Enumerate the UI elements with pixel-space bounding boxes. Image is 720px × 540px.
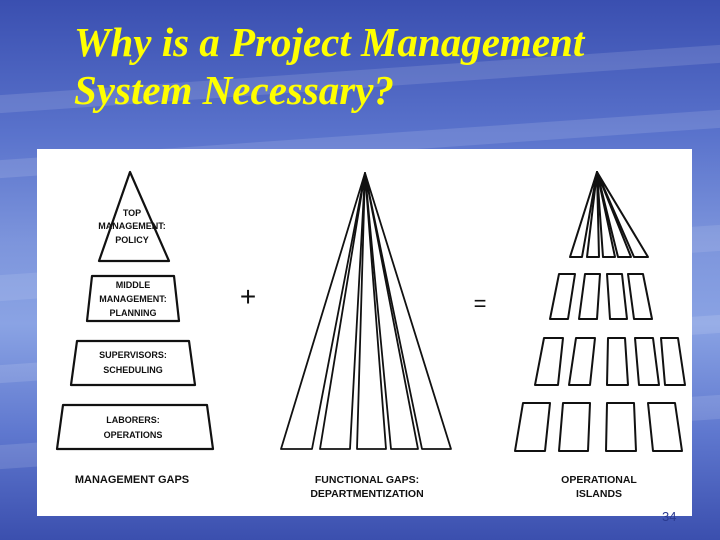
equals-operator: = (474, 291, 487, 316)
level-middle-line-3: PLANNING (110, 308, 157, 318)
caption-departmentization: DEPARTMENTIZATION (310, 488, 423, 500)
gaps-diagram: TOP MANAGEMENT: POLICY MIDDLE MANAGEMENT… (55, 170, 686, 500)
level-supervisors-line-1: SUPERVISORS: (99, 350, 167, 360)
level-laborers-line-2: OPERATIONS (104, 430, 163, 440)
island-row3-block-5 (660, 337, 686, 386)
island-row2-block-4 (627, 273, 653, 320)
level-top-line-2: MANAGEMENT: (98, 221, 166, 231)
level-laborers-line-1: LABORERS: (106, 415, 160, 425)
island-row3-block-4 (634, 337, 660, 386)
department-wedge-2 (319, 172, 366, 450)
caption-functional-gaps: FUNCTIONAL GAPS: (315, 474, 419, 486)
department-wedge-3 (356, 172, 387, 450)
island-fan-wedge-4 (596, 171, 632, 258)
caption-operational: OPERATIONAL (561, 474, 637, 486)
island-row4-block-1 (514, 402, 551, 452)
department-wedge-1 (280, 172, 366, 450)
department-wedge-4 (364, 172, 419, 450)
level-middle-line-2: MANAGEMENT: (99, 294, 167, 304)
level-middle-line-1: MIDDLE (116, 280, 151, 290)
level-supervisors-line-2: SCHEDULING (103, 365, 163, 375)
functional-departments (280, 172, 452, 450)
caption-management-gaps: MANAGEMENT GAPS (75, 474, 189, 486)
hierarchy-level-middle (85, 274, 181, 323)
island-row2-block-2 (578, 273, 601, 320)
island-fan-wedge-3 (596, 171, 616, 258)
hierarchy-level-top (97, 170, 171, 263)
island-row4-block-2 (558, 402, 591, 452)
level-top-line-1: TOP (123, 208, 141, 218)
island-row3-block-3 (606, 337, 629, 386)
island-fan-wedge-1 (569, 171, 598, 258)
management-hierarchy (55, 170, 215, 451)
island-fan-wedge-2 (586, 171, 600, 258)
island-row4-block-4 (647, 402, 683, 452)
level-top-line-3: POLICY (115, 235, 149, 245)
island-row3-block-1 (534, 337, 564, 386)
hierarchy-level-supervisors (69, 339, 197, 387)
slide-title: Why is a Project Management System Neces… (74, 18, 704, 114)
hierarchy-level-laborers (55, 403, 215, 451)
diagram-panel: TOP MANAGEMENT: POLICY MIDDLE MANAGEMENT… (37, 149, 692, 516)
island-row3-block-2 (568, 337, 596, 386)
island-row4-block-3 (605, 402, 637, 452)
plus-operator: + (240, 281, 256, 312)
island-fan-wedge-5 (596, 171, 649, 258)
slide-title-line-1: Why is a Project Management (74, 19, 585, 65)
island-row2-block-3 (606, 273, 628, 320)
department-wedge-5 (364, 172, 452, 450)
operational-islands (514, 171, 686, 452)
slide-number: 34 (662, 509, 677, 524)
slide-title-line-2: System Necessary? (74, 67, 394, 113)
caption-islands: ISLANDS (576, 488, 622, 500)
island-row2-block-1 (549, 273, 576, 320)
